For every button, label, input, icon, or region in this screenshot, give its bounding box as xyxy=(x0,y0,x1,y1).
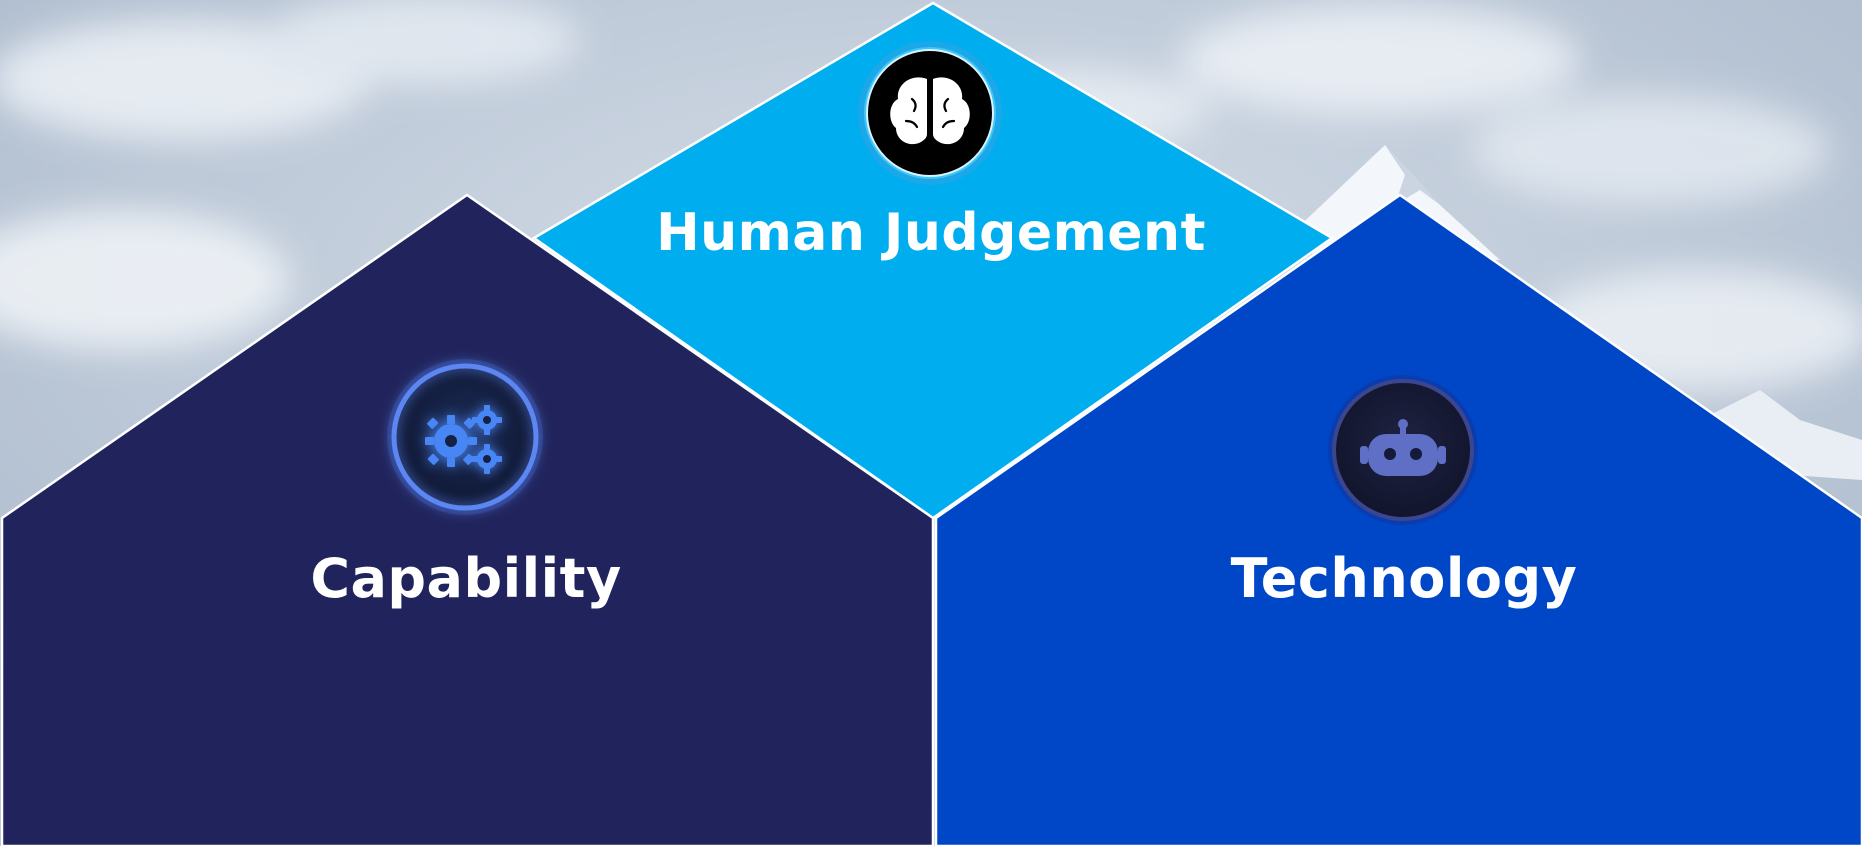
robot-icon xyxy=(1328,375,1478,525)
brain-icon xyxy=(850,33,1010,193)
technology-title: Technology xyxy=(1231,547,1578,610)
technology-section: Technology xyxy=(934,193,1862,846)
human-judgement-section: Human Judgement xyxy=(531,1,1335,520)
gears-icon xyxy=(387,359,543,515)
human-judgement-title: Human Judgement xyxy=(656,203,1206,263)
capability-house-shape xyxy=(0,193,935,846)
capability-section: Capability xyxy=(0,193,935,846)
capability-title: Capability xyxy=(310,547,621,610)
